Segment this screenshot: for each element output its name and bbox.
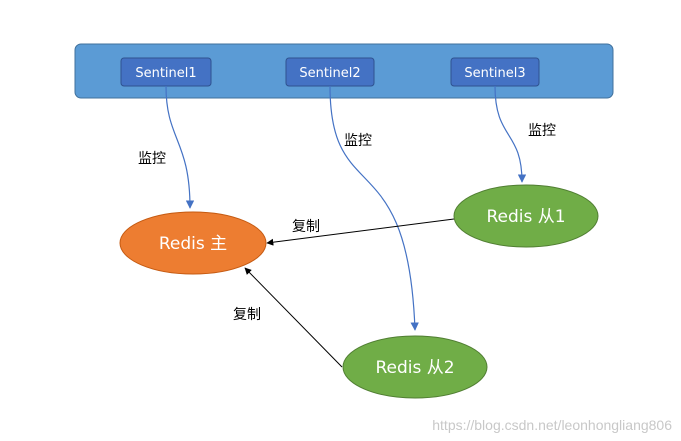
- monitor-label-3: 监控: [528, 123, 556, 139]
- sentinel-node-3: Sentinel3: [450, 57, 540, 87]
- replicate-edge-2: [244, 267, 343, 368]
- redis-master-node: Redis 主: [119, 211, 267, 275]
- redis-master-label: Redis 主: [159, 234, 227, 254]
- sentinel-node-1: Sentinel1: [120, 57, 212, 87]
- replicate-edge-1: [266, 218, 455, 246]
- replicate-label-2: 复制: [233, 306, 261, 323]
- sentinel-label-2: Sentinel2: [299, 66, 360, 81]
- monitor-label-2: 监控: [344, 133, 372, 149]
- redis-slave-1-label: Redis 从1: [486, 207, 565, 227]
- redis-slave-2-node: Redis 从2: [342, 335, 488, 399]
- sentinel-label-3: Sentinel3: [464, 66, 525, 81]
- sentinel-label-1: Sentinel1: [135, 66, 196, 81]
- monitor-edge-1: [165, 85, 195, 209]
- monitor-edge-2: [329, 85, 419, 331]
- monitor-label-1: 监控: [138, 151, 166, 167]
- redis-slave-1-node: Redis 从1: [453, 184, 599, 248]
- replicate-label-1: 复制: [292, 218, 320, 235]
- watermark-text: https://blog.csdn.net/leonhongliang806: [432, 417, 672, 433]
- redis-slave-2-label: Redis 从2: [375, 358, 454, 378]
- monitor-edge-3: [494, 85, 527, 183]
- sentinel-node-2: Sentinel2: [285, 57, 375, 87]
